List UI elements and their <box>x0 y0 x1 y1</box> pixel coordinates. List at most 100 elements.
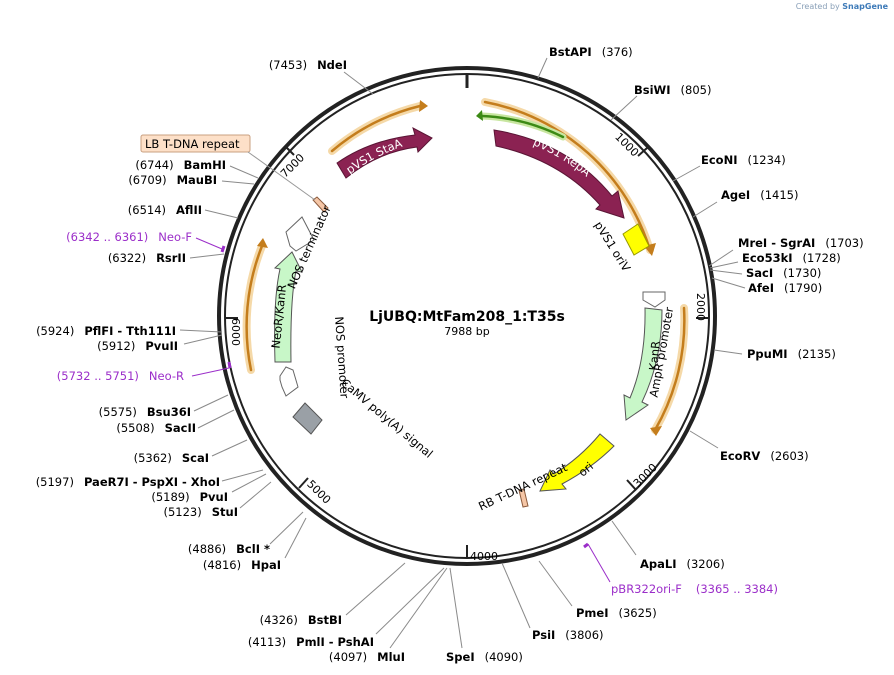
orf-kanr-arrowhead <box>650 426 662 436</box>
feature-lb-tdna-repeat[interactable] <box>312 196 329 213</box>
leader-bstbi <box>345 562 406 616</box>
leader-lb-tdna <box>247 151 316 201</box>
leader-saci <box>709 269 743 275</box>
tick-marks <box>225 145 709 558</box>
feature-rb-tdna-repeat[interactable] <box>518 488 529 508</box>
site-scai: (5362)ScaI <box>134 451 209 465</box>
orf-green-arrowhead <box>476 110 483 121</box>
leader-spei <box>449 567 463 649</box>
site-mrei-sgrai: MreI - SgrAI(1703) <box>738 236 864 250</box>
tick-7000-mark <box>284 145 295 156</box>
site-ppumi: PpuMI(2135) <box>747 347 836 361</box>
primer-pbr322ori-f: pBR322ori-F(3365 .. 3384) <box>611 582 778 596</box>
feature-ampr-promoter[interactable] <box>642 291 666 308</box>
leader-bamhi <box>229 165 259 179</box>
site-pvuii: (5912)PvuII <box>97 339 178 353</box>
plasmid-name: LjUBQ:MtFam208_1:T35s <box>369 309 565 325</box>
leader-rsrii <box>189 253 225 259</box>
site-eco53ki: Eco53kI(1728) <box>742 251 841 265</box>
feature-pvs1-staa[interactable] <box>336 127 433 179</box>
leader-neo-r <box>191 367 230 377</box>
feature-kanr[interactable] <box>623 307 663 421</box>
site-mlui: (4097)MluI <box>329 650 405 664</box>
site-agei: AgeI(1415) <box>721 188 798 202</box>
primer-neo-r-mark <box>227 361 232 369</box>
orf-neor <box>245 244 264 372</box>
site-spei: SpeI(4090) <box>446 650 523 664</box>
tick-2000: 2000 <box>694 293 707 321</box>
site-bamhi: (6744)BamHI <box>135 158 226 172</box>
leader-pmei <box>538 560 573 607</box>
tick-5000-mark <box>298 477 309 489</box>
leader-econi <box>672 165 701 182</box>
orf-staa-arrowhead <box>419 100 428 112</box>
primer-markers <box>191 237 611 583</box>
site-rsrii: (6322)RsrII <box>108 251 186 265</box>
tick-5000: 5000 <box>304 478 333 507</box>
site-afei: AfeI(1790) <box>748 281 822 295</box>
leader-eco53ki <box>709 261 739 269</box>
site-bstapi: BstAPI(376) <box>549 45 633 59</box>
leader-stui <box>239 481 272 509</box>
tick-1000-mark <box>637 147 648 157</box>
tick-3000-mark <box>626 479 637 491</box>
site-leaders <box>179 57 746 649</box>
site-pflfi-tth111i: (5924)PflFI - Tth111I <box>36 324 176 338</box>
site-apali: ApaLI(3206) <box>640 557 725 571</box>
site-econi: EcoNI(1234) <box>701 153 786 167</box>
orf-arcs <box>242 98 689 434</box>
orf-staa <box>330 104 422 153</box>
plasmid-length: 7988 bp <box>444 325 489 338</box>
feature-nos-promoter[interactable] <box>279 366 299 397</box>
feature-pvs1-oriv[interactable] <box>622 223 650 256</box>
site-saci: SacI(1730) <box>746 266 821 280</box>
leader-agei <box>692 201 718 218</box>
feature-pvs1-repa[interactable] <box>493 129 625 219</box>
lb-tdna-label-box <box>140 134 251 153</box>
leader-ecorv <box>689 430 719 449</box>
leader-neo-f <box>195 237 223 250</box>
site-labels-right: BstAPI(376) BsiWI(805) EcoNI(1234) AgeI(… <box>446 45 864 664</box>
leader-pvui <box>231 473 267 493</box>
feature-neor-kanr[interactable] <box>273 251 303 363</box>
orf-kanr <box>653 306 686 432</box>
label-neor-kanr: NeoR/KanR <box>269 284 290 349</box>
leader-bstapi <box>537 57 548 79</box>
primer-pbr322ori-f-mark <box>583 542 589 549</box>
leader-pflfi <box>179 329 223 333</box>
site-bsu36i: (5575)Bsu36I <box>99 405 191 419</box>
orf-neor-arrowhead <box>257 238 268 248</box>
feature-ori[interactable] <box>539 433 615 492</box>
site-bstbi: (4326)BstBI <box>260 613 342 627</box>
backbone-outer <box>217 66 717 566</box>
snapgene-logo: SnapGene <box>842 2 888 11</box>
leader-ppumi <box>713 349 743 355</box>
label-kanr: KanR <box>646 340 663 371</box>
leader-mrei <box>708 249 734 267</box>
leader-ndei <box>343 71 374 95</box>
site-maubi: (6709)MauBI <box>128 173 217 187</box>
feature-nos-terminator[interactable] <box>285 216 315 252</box>
site-bcli: (4886)BclI * <box>188 542 270 556</box>
leader-bcli <box>269 511 304 545</box>
site-stui: (5123)StuI <box>164 505 239 519</box>
leader-scai <box>211 439 248 457</box>
leader-apali <box>611 520 637 556</box>
site-paer7i-pspxi-xhoi: (5197)PaeR7I - PspXI - XhoI <box>36 475 220 489</box>
site-bsiwi: BsiWI(805) <box>634 83 711 97</box>
label-pvs1-oriv: pVS1 oriV <box>592 219 634 274</box>
primer-neo-f: (6342 .. 6361)Neo-F <box>66 230 192 244</box>
site-psii: PsiI(3806) <box>532 628 604 642</box>
label-camv-polya: CaMV poly(A) signal <box>338 376 435 461</box>
feature-camv-polya[interactable] <box>292 402 323 435</box>
site-labels-left: (4097)MluI (4113)PmlI - PshAI (4326)BstB… <box>36 58 405 664</box>
site-ndei: (7453)NdeI <box>269 58 347 72</box>
leader-hpai <box>284 517 307 559</box>
snapgene-watermark: Created by SnapGene <box>796 2 888 11</box>
label-nos-promoter: NOS promoter <box>332 316 352 399</box>
leader-pvuii <box>183 334 223 345</box>
site-sacii: (5508)SacII <box>116 421 196 435</box>
site-pmei: PmeI(3625) <box>576 606 657 620</box>
